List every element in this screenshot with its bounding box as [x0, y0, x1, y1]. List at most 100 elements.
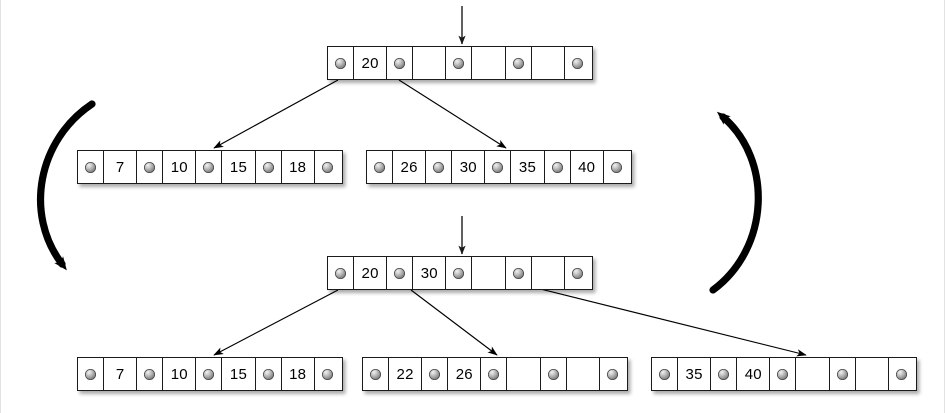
pointer-cell[interactable] [505, 257, 532, 289]
key-cell[interactable]: 18 [281, 151, 315, 183]
key-cell[interactable]: 30 [452, 151, 486, 183]
key-cell[interactable]: 7 [104, 358, 138, 390]
pointer-dot-icon [322, 161, 334, 173]
key-cell[interactable]: 15 [222, 358, 256, 390]
page-edge-left [0, 0, 1, 413]
pointer-cell[interactable] [446, 47, 473, 79]
key-cell[interactable]: 40 [570, 151, 604, 183]
child-pointer-links [213, 79, 807, 357]
key-cell[interactable]: 10 [163, 358, 197, 390]
key-cell[interactable]: 35 [678, 358, 712, 390]
pointer-cell[interactable] [481, 358, 508, 390]
pointer-dot-icon [551, 161, 563, 173]
key-cell[interactable]: 35 [511, 151, 545, 183]
pointer-dot-icon [433, 161, 445, 173]
pointer-dot-icon [611, 161, 623, 173]
pointer-dot-icon [453, 267, 465, 279]
pointer-dot-icon [453, 57, 465, 69]
key-cell[interactable]: 20 [354, 257, 388, 289]
pointer-cell[interactable] [328, 257, 354, 289]
pointer-dot-icon [144, 161, 156, 173]
leaf-after-middle[interactable]: 22 26 [362, 357, 628, 391]
pointer-cell[interactable] [314, 151, 341, 183]
pointer-cell[interactable] [426, 151, 453, 183]
pointer-dot-icon [607, 368, 619, 380]
leaf-after-left[interactable]: 7 10 15 18 [77, 357, 343, 391]
key-cell[interactable] [566, 358, 600, 390]
pointer-cell[interactable] [196, 358, 223, 390]
pointer-cell[interactable] [599, 358, 626, 390]
pointer-cell[interactable] [363, 358, 389, 390]
key-cell[interactable]: 26 [393, 151, 427, 183]
pointer-cell[interactable] [367, 151, 393, 183]
key-cell[interactable] [472, 257, 506, 289]
leaf-after-right[interactable]: 35 40 [651, 357, 917, 391]
pointer-dot-icon [512, 267, 524, 279]
key-value: 35 [685, 365, 703, 383]
key-cell[interactable] [413, 47, 447, 79]
pointer-dot-icon [203, 368, 215, 380]
pointer-dot-icon [547, 368, 559, 380]
pointer-cell[interactable] [255, 151, 282, 183]
pointer-cell[interactable] [564, 257, 591, 289]
key-value: 18 [289, 365, 307, 383]
key-value: 20 [361, 264, 379, 282]
key-cell[interactable]: 15 [222, 151, 256, 183]
key-value: 18 [289, 158, 307, 176]
link-root-before-to-left-leaf [213, 79, 339, 149]
pointer-cell[interactable] [544, 151, 571, 183]
pointer-cell[interactable] [888, 358, 915, 390]
pointer-dot-icon [335, 267, 346, 279]
pointer-dot-icon [572, 267, 584, 279]
root-before[interactable]: 20 [327, 46, 593, 80]
pointer-cell[interactable] [387, 47, 414, 79]
key-cell[interactable]: 26 [448, 358, 482, 390]
pointer-dot-icon [718, 368, 730, 380]
pointer-dot-icon [85, 368, 96, 380]
pointer-cell[interactable] [196, 151, 223, 183]
key-cell[interactable] [507, 358, 541, 390]
pointer-dot-icon [370, 368, 381, 380]
pointer-cell[interactable] [137, 151, 164, 183]
key-cell[interactable] [472, 47, 506, 79]
key-cell[interactable]: 30 [413, 257, 447, 289]
pointer-dot-icon [85, 161, 96, 173]
pointer-cell[interactable] [314, 358, 341, 390]
key-value: 10 [170, 365, 188, 383]
pointer-cell[interactable] [505, 47, 532, 79]
key-cell[interactable]: 18 [281, 358, 315, 390]
key-cell[interactable]: 7 [104, 151, 138, 183]
key-cell[interactable]: 22 [389, 358, 423, 390]
pointer-cell[interactable] [387, 257, 414, 289]
key-cell[interactable] [796, 358, 830, 390]
pointer-cell[interactable] [422, 358, 449, 390]
pointer-cell[interactable] [540, 358, 567, 390]
key-cell[interactable] [855, 358, 889, 390]
pointer-cell[interactable] [446, 257, 473, 289]
link-root-after-to-middle-leaf [410, 289, 498, 356]
key-cell[interactable]: 20 [354, 47, 388, 79]
pointer-cell[interactable] [652, 358, 678, 390]
pointer-cell[interactable] [711, 358, 738, 390]
pointer-cell[interactable] [328, 47, 354, 79]
pointer-dot-icon [203, 161, 215, 173]
pointer-cell[interactable] [78, 358, 104, 390]
pointer-cell[interactable] [78, 151, 104, 183]
pointer-cell[interactable] [829, 358, 856, 390]
pointer-cell[interactable] [564, 47, 591, 79]
pointer-dot-icon [394, 57, 406, 69]
key-cell[interactable]: 40 [737, 358, 771, 390]
pointer-cell[interactable] [137, 358, 164, 390]
pointer-cell[interactable] [770, 358, 797, 390]
key-cell[interactable]: 10 [163, 151, 197, 183]
key-value: 20 [361, 54, 379, 72]
pointer-dot-icon [335, 57, 346, 69]
pointer-cell[interactable] [255, 358, 282, 390]
leaf-before-left[interactable]: 7 10 15 18 [77, 150, 343, 184]
key-cell[interactable] [531, 47, 565, 79]
leaf-before-right[interactable]: 26 30 35 40 [366, 150, 632, 184]
pointer-cell[interactable] [485, 151, 512, 183]
key-cell[interactable] [531, 257, 565, 289]
pointer-cell[interactable] [603, 151, 630, 183]
